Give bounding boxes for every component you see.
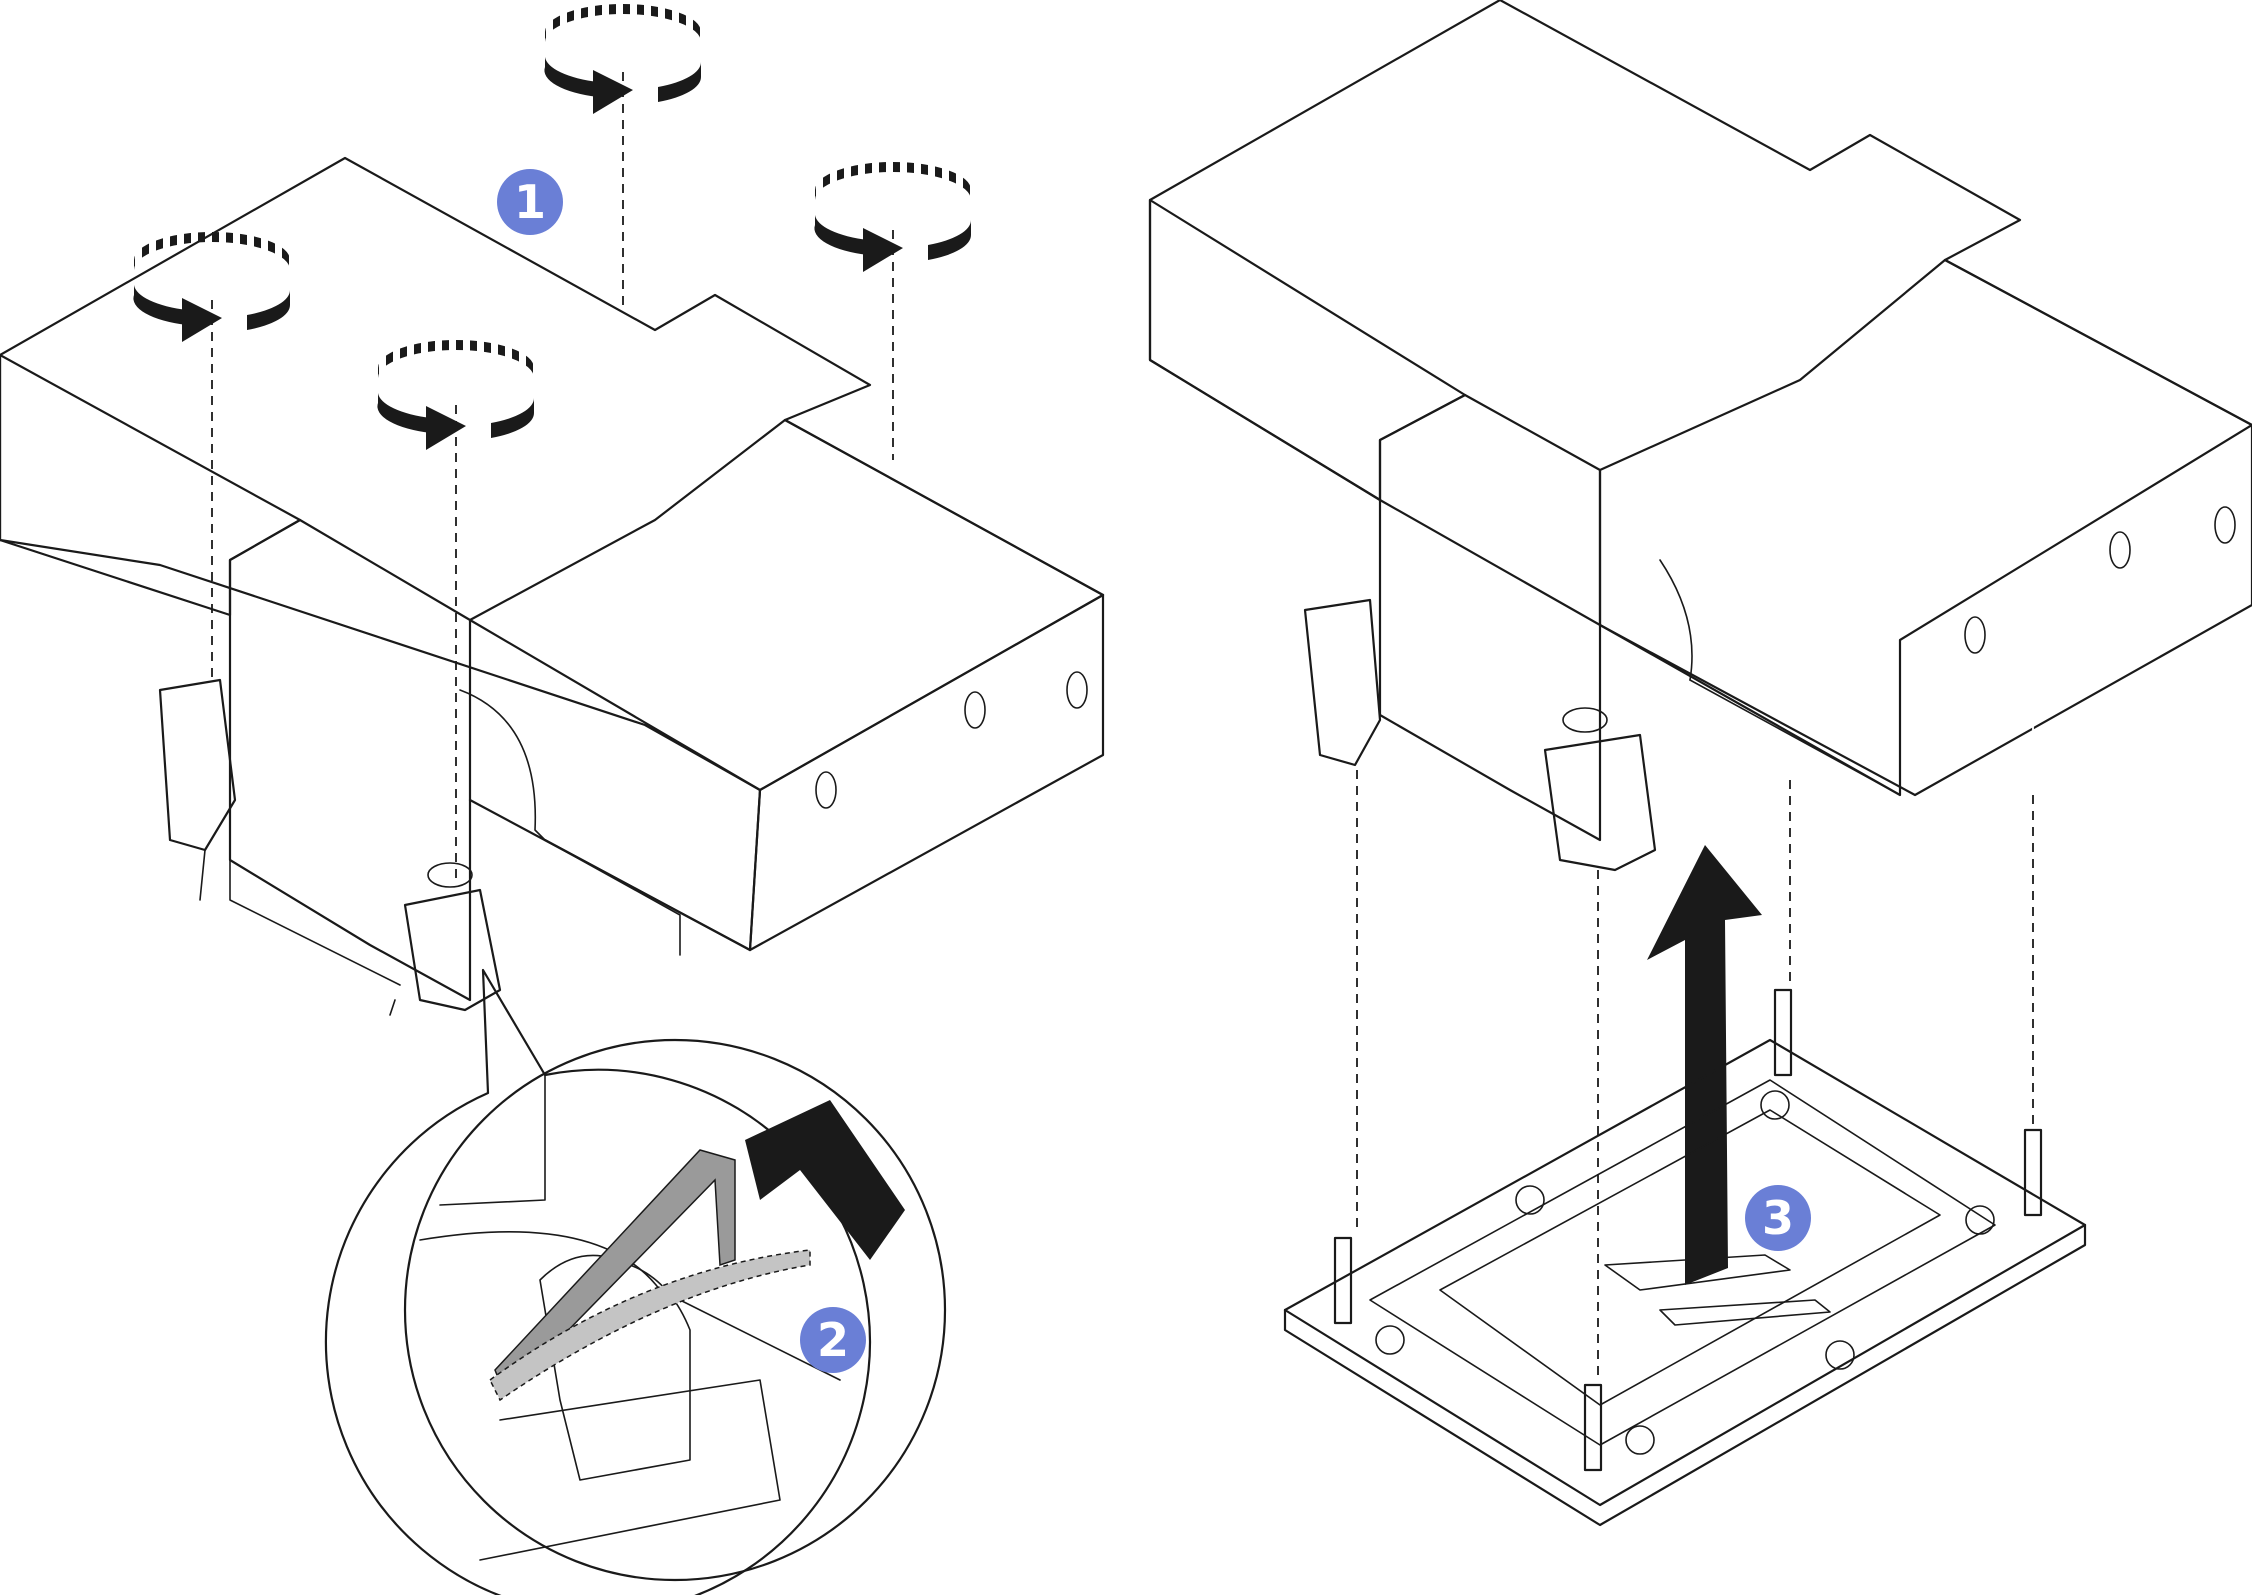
processor-socket-frame bbox=[1283, 988, 2087, 1527]
rotate-screw-icon bbox=[814, 162, 971, 272]
svg-text:1: 1 bbox=[514, 175, 546, 229]
step-callout-3: 3 bbox=[1745, 1185, 1811, 1251]
svg-text:3: 3 bbox=[1762, 1191, 1794, 1245]
curved-arrow-icon bbox=[745, 1100, 905, 1260]
svg-text:2: 2 bbox=[817, 1313, 849, 1367]
zoom-detail-bubble bbox=[324, 968, 947, 1595]
left-heatsink-assembly bbox=[0, 156, 1105, 1016]
right-heatsink-assembly bbox=[1148, 0, 2252, 872]
step-callout-2: 2 bbox=[800, 1307, 866, 1373]
rotate-screw-icon bbox=[377, 340, 534, 450]
right-alignment-lines bbox=[1356, 630, 2034, 1380]
step-callout-1: 1 bbox=[497, 169, 563, 235]
lift-up-arrow-icon bbox=[1647, 845, 1762, 1285]
rotate-screw-icon bbox=[544, 4, 701, 114]
rotate-screw-icon bbox=[133, 232, 290, 342]
left-screw-axis-lines bbox=[211, 72, 894, 880]
